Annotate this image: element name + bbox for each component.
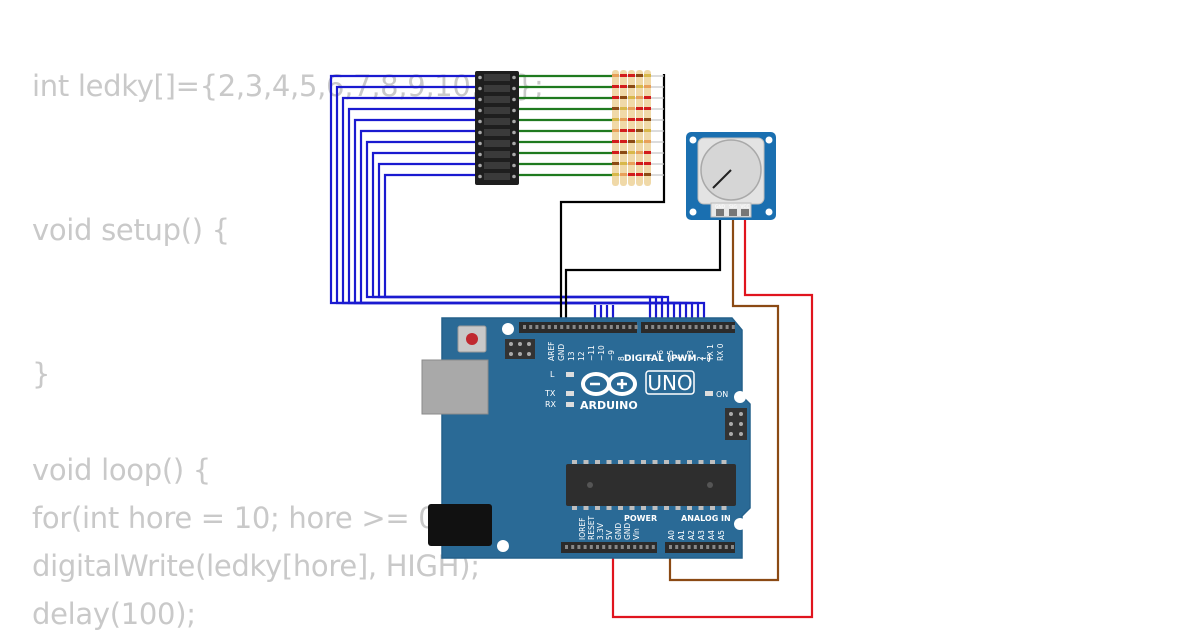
- microcontroller-chip: [566, 460, 736, 510]
- icsp-header-2: [725, 408, 747, 440]
- digital-pin-label: ~11: [587, 345, 596, 361]
- blue-wire[interactable]: [329, 74, 706, 330]
- blue-wire[interactable]: [377, 162, 658, 330]
- power-pin-label: 5V: [605, 529, 614, 540]
- pot-pin-label: GND: [715, 204, 726, 210]
- arduino-logo-icon: [581, 372, 637, 396]
- digital-pin-label: ~3: [686, 350, 695, 361]
- pot-pin-label: VCC: [740, 204, 749, 210]
- power-pin-label: RESET: [587, 516, 596, 540]
- digital-pin-label: 4: [676, 356, 685, 361]
- led-segment: [484, 118, 510, 125]
- led-segment: [484, 151, 510, 158]
- digital-pin-label: ~6: [656, 350, 665, 361]
- icsp-header: [505, 339, 535, 359]
- pot-pin-label: SIG: [729, 204, 737, 210]
- power-pin-label: 3.3V: [596, 522, 605, 540]
- digital-pin-label: 8: [617, 356, 626, 361]
- analog-pin-label: A3: [697, 530, 706, 540]
- blue-wire[interactable]: [347, 107, 688, 330]
- analog-pin-label: A2: [687, 530, 696, 540]
- signal-wires: [559, 74, 814, 619]
- digital-pin-label: 2: [696, 356, 705, 361]
- power-pin-label: IOREF: [578, 518, 587, 540]
- power-pin-label: Vin: [632, 528, 641, 540]
- code-line: void loop() {: [32, 453, 211, 487]
- black-wire-gnd-resistors[interactable]: [559, 74, 666, 330]
- led-tx-label: TX: [544, 389, 556, 398]
- board-model: UNO: [647, 371, 692, 395]
- blue-wire[interactable]: [335, 85, 700, 330]
- analog-pin-label: A0: [667, 530, 676, 540]
- potentiometer[interactable]: GND SIG VCC: [686, 132, 776, 220]
- blue-wire[interactable]: [383, 173, 652, 330]
- digital-header-2: [641, 322, 735, 333]
- blue-wire[interactable]: [353, 118, 682, 330]
- led-segment: [484, 85, 510, 92]
- blue-wires: [329, 74, 706, 330]
- digital-header: [519, 322, 637, 333]
- digital-pin-label: RX 0: [716, 343, 725, 361]
- digital-pin-label: TX 1: [706, 344, 715, 362]
- blue-wire[interactable]: [341, 96, 694, 330]
- on-label: ON: [716, 390, 728, 399]
- code-line: }: [32, 357, 51, 391]
- led-segment: [484, 74, 510, 81]
- power-label: POWER: [624, 514, 657, 523]
- led-l-label: L: [550, 370, 555, 379]
- usb-connector: [421, 359, 489, 415]
- power-jack: [428, 504, 492, 546]
- board-brand: ARDUINO: [580, 399, 638, 412]
- digital-pin-label: GND: [557, 344, 566, 361]
- led-segment: [484, 96, 510, 103]
- analog-pin-label: A4: [707, 530, 716, 540]
- blue-wire[interactable]: [371, 151, 664, 330]
- black-wire-gnd-pot[interactable]: [564, 212, 722, 330]
- blue-wire[interactable]: [365, 140, 670, 330]
- digital-pin-label: 7: [646, 356, 655, 361]
- analog-pin-label: A5: [717, 530, 726, 540]
- led-segment: [484, 129, 510, 136]
- led-segment: [484, 162, 510, 169]
- green-wires: [517, 74, 612, 177]
- led-segment: [484, 173, 510, 180]
- code-line: delay(100);: [32, 597, 196, 631]
- power-pin-label: GND: [623, 523, 632, 540]
- analog-pin-label: A1: [677, 530, 686, 540]
- digital-pin-label: ~10: [597, 345, 606, 361]
- code-line: void setup() {: [32, 213, 230, 247]
- digital-header-label: DIGITAL (PWM ~): [624, 354, 711, 364]
- digital-pin-label: AREF: [547, 342, 556, 361]
- resistor-array: [612, 70, 664, 186]
- red-wire-vcc[interactable]: [611, 212, 814, 619]
- led-rx-label: RX: [545, 400, 557, 409]
- led-segment: [484, 107, 510, 114]
- uno-badge: [645, 370, 695, 395]
- brown-wire-sig[interactable]: [668, 212, 780, 582]
- led-bar-graph[interactable]: [475, 71, 519, 185]
- led-segment: [484, 140, 510, 147]
- power-pin-label: GND: [614, 523, 623, 540]
- digital-pin-label: ~5: [666, 350, 675, 361]
- analog-label: ANALOG IN: [681, 514, 731, 523]
- digital-pin-label: 12: [577, 351, 586, 361]
- blue-wire[interactable]: [359, 129, 676, 330]
- digital-pin-label: 13: [567, 351, 576, 361]
- digital-pin-label: ~9: [607, 350, 616, 361]
